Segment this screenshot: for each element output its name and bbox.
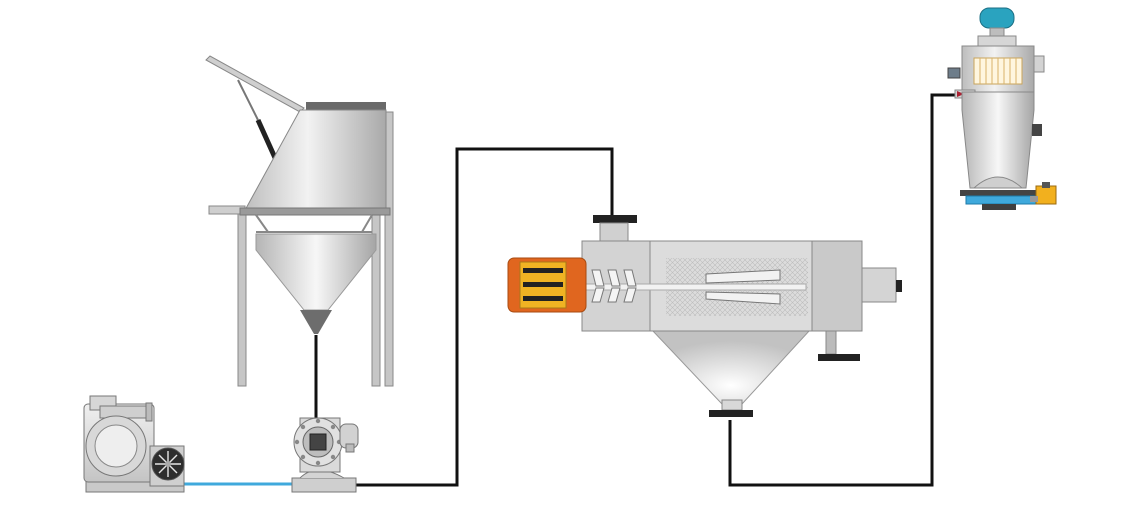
sifter-paddles (705, 269, 781, 305)
conveying-pipes (183, 93, 955, 487)
bag-dump-hopper-icon (205, 55, 394, 387)
transfer-pipe-to-receiver (728, 93, 955, 487)
rotary-valve-icon (291, 417, 359, 493)
sifter-motor-icon (507, 257, 587, 313)
cyclone-receiver-icon (947, 7, 1057, 210)
centrifugal-sifter-icon (507, 215, 902, 417)
transfer-pipe-to-sifter (356, 147, 614, 487)
roots-blower-icon (83, 395, 185, 493)
screw-conveyor (591, 269, 637, 303)
